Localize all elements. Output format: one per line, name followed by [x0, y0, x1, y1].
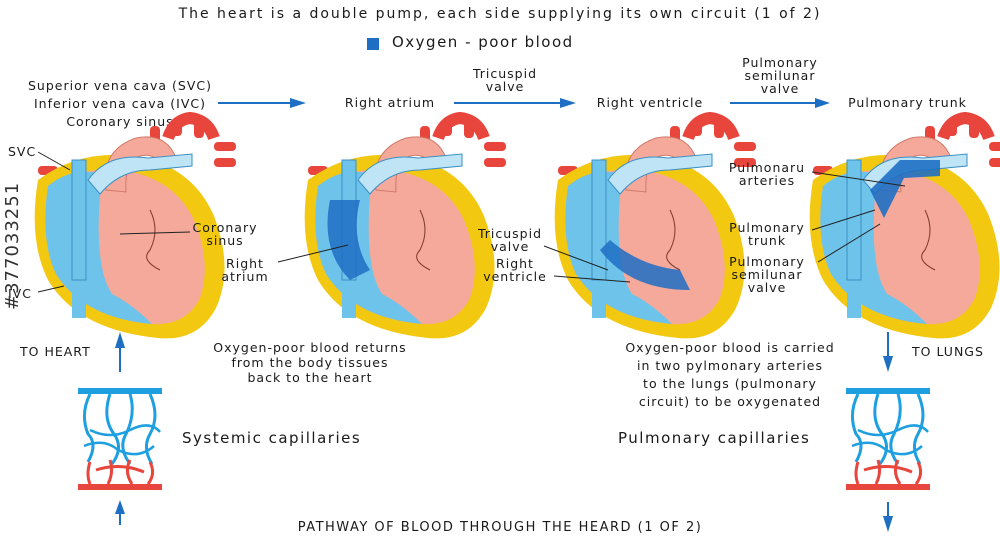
flow-semilunar-1: Pulmonary — [742, 55, 818, 70]
label-pulmonary-trunk-1: Pulmonary — [729, 220, 805, 235]
label-tricuspid-2: valve — [490, 239, 530, 254]
pulmonary-capillaries-label: Pulmonary capillaries — [618, 429, 811, 447]
systemic-capillaries-label: Systemic capillaries — [182, 429, 362, 447]
label-semilunar-1: Pulmonary — [729, 254, 805, 269]
label-right-ventricle-2: ventricle — [483, 269, 547, 284]
heart-4 — [810, 118, 1000, 338]
label-tricuspid-1: Tricuspid — [477, 226, 543, 241]
label-pulmonary-arteries-2: arteries — [738, 173, 796, 188]
flow-semilunar-3: valve — [760, 81, 800, 96]
returns-text-2: from the body tissues — [231, 355, 389, 370]
label-semilunar-2: semilunar — [731, 267, 803, 282]
label-pulmonary-trunk-2: trunk — [747, 233, 787, 248]
flow-pulmonary-trunk: Pulmonary trunk — [848, 95, 967, 110]
flow-semilunar-2: semilunar — [744, 68, 816, 83]
flow-source-coronary: Coronary sinus — [66, 114, 174, 129]
flow-right-atrium: Right atrium — [344, 95, 436, 110]
carried-text-2: in two pylmonary arteries — [636, 358, 824, 373]
label-right-atrium-2: atrium — [221, 269, 269, 284]
watermark-id: #377033251 — [2, 181, 23, 310]
footer-caption: PATHWAY OF BLOOD THROUGH THE HEARD (1 OF… — [297, 520, 703, 535]
returns-text-1: Oxygen-poor blood returns — [213, 340, 407, 355]
label-coronary-sinus-1: Coronary — [192, 220, 258, 235]
label-pulmonary-arteries-1: Pulmonaru — [728, 160, 806, 175]
flow-source-svc: Superior vena cava (SVC) — [27, 78, 213, 93]
flow-source-ivc: Inferior vena cava (IVC) — [34, 96, 206, 111]
carried-text-3: to the lungs (pulmonary — [643, 376, 817, 391]
carried-text-1: Oxygen-poor blood is carried — [625, 340, 835, 355]
label-right-atrium-1: Right — [226, 256, 264, 271]
legend-label: Oxygen - poor blood — [392, 33, 574, 51]
systemic-capillaries-graphic — [76, 386, 164, 492]
to-heart-label: TO HEART — [20, 344, 91, 359]
label-coronary-sinus-2: sinus — [206, 233, 244, 248]
page-title: The heart is a double pump, each side su… — [178, 6, 822, 22]
flow-tricuspid-2: valve — [485, 79, 525, 94]
flow-tricuspid-1: Tricuspid — [472, 66, 538, 81]
label-semilunar-3: valve — [747, 280, 787, 295]
to-lungs-label: TO LUNGS — [912, 344, 984, 359]
label-svc: SVC — [8, 144, 37, 159]
label-ivc: IVC — [8, 286, 32, 301]
carried-text-4: circuit) to be oxygenated — [638, 394, 822, 409]
pulmonary-capillaries-graphic — [844, 386, 932, 492]
flow-right-ventricle: Right ventricle — [596, 95, 704, 110]
returns-text-3: back to the heart — [247, 370, 373, 385]
label-right-ventricle-1: Right — [496, 256, 534, 271]
legend-swatch — [367, 38, 379, 50]
